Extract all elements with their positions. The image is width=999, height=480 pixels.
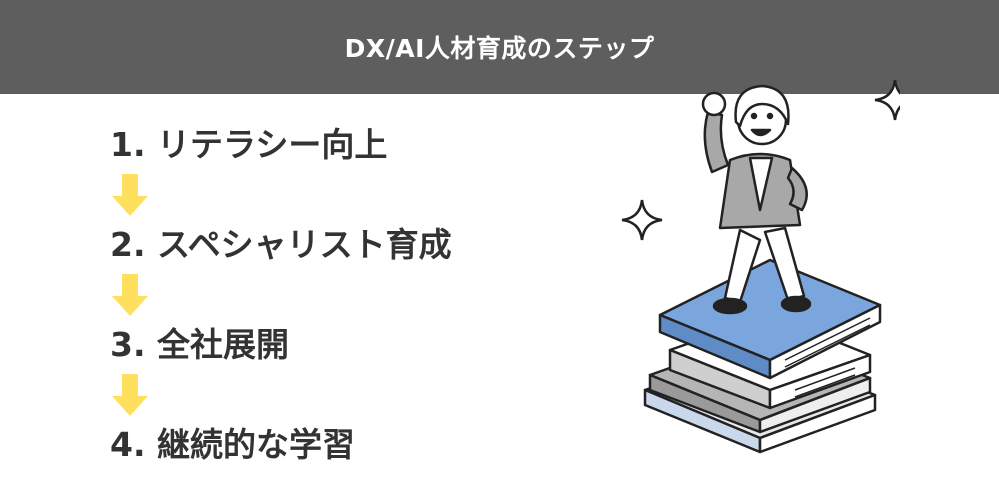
- step-4-label: 4. 継続的な学習: [110, 425, 355, 464]
- step-2-label: 2. スペシャリスト育成: [110, 225, 452, 264]
- person-on-books-illustration: [621, 79, 900, 454]
- down-arrow-icon: [112, 374, 148, 416]
- person-figure: [701, 84, 812, 315]
- book-stack: [643, 258, 882, 454]
- page-header: DX/AI人材育成のステップ: [0, 0, 999, 94]
- step-1-label: 1. リテラシー向上: [110, 125, 388, 164]
- down-arrow-icon: [112, 274, 148, 316]
- step-3-label: 3. 全社展開: [110, 325, 289, 364]
- down-arrow-icon: [112, 174, 148, 216]
- sparkle-icon: [874, 79, 900, 121]
- sparkle-icon: [621, 199, 663, 241]
- page-title: DX/AI人材育成のステップ: [344, 34, 655, 63]
